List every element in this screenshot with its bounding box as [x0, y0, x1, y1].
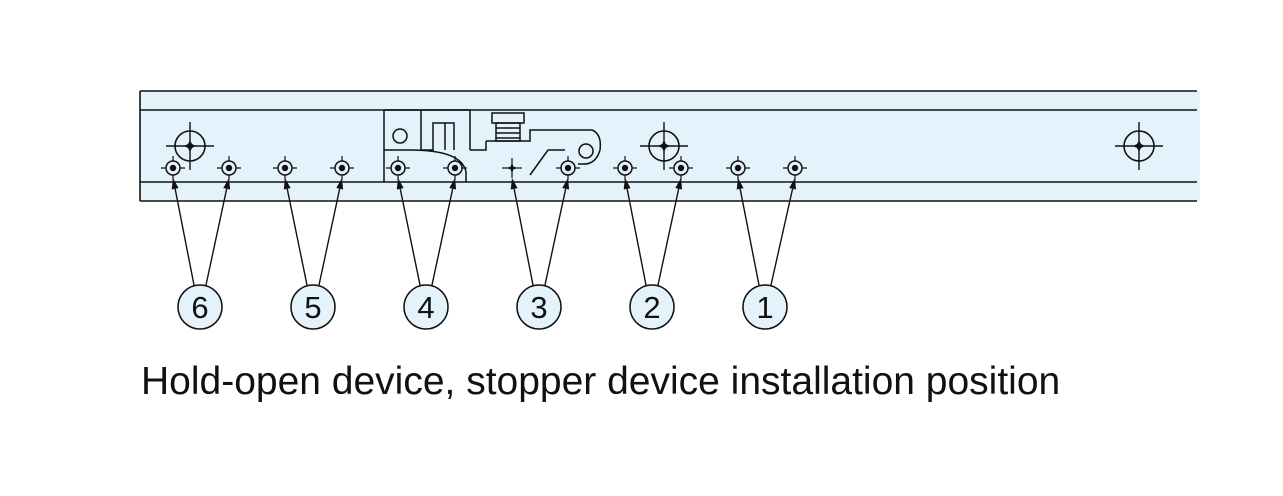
leader-arrow — [171, 178, 195, 286]
position-label: 5 — [290, 284, 336, 330]
screw-hole-icon — [386, 156, 410, 180]
leader-arrow — [510, 178, 534, 286]
position-label: 3 — [516, 284, 562, 330]
position-label: 2 — [629, 284, 675, 330]
screw-hole-icon — [330, 156, 354, 180]
screw-hole-icon — [783, 156, 807, 180]
leader-arrow — [623, 178, 647, 286]
screw-hole-icon — [443, 156, 467, 180]
mounting-hole-1 — [166, 122, 214, 170]
screw-hole-icon — [273, 156, 297, 180]
position-number: 4 — [417, 290, 434, 325]
position-number: 6 — [191, 290, 208, 325]
position-number: 3 — [530, 290, 547, 325]
diagram-caption: Hold-open device, stopper device install… — [141, 360, 1060, 403]
leader-arrow — [283, 178, 308, 286]
screw-hole-icon — [161, 156, 185, 180]
position-number: 5 — [304, 290, 321, 325]
mounting-hole-3 — [1115, 122, 1163, 170]
mounting-hole-2 — [640, 122, 688, 170]
stopper-device — [383, 109, 602, 182]
leader-arrow — [770, 178, 797, 286]
screw-hole-icon — [726, 156, 750, 180]
leader-arrow — [736, 178, 760, 286]
screw-hole-icon — [669, 156, 693, 180]
leader-arrow — [318, 178, 344, 286]
position-number: 1 — [756, 290, 773, 325]
screw-holes — [161, 156, 807, 180]
leader-arrow — [396, 178, 421, 286]
position-label: 1 — [742, 284, 788, 330]
leader-arrow — [657, 178, 683, 286]
leader-arrow — [544, 178, 570, 286]
marker-icon — [502, 158, 522, 178]
screw-hole-icon — [613, 156, 637, 180]
screw-hole-icon — [556, 156, 580, 180]
screw-hole-icon — [217, 156, 241, 180]
position-number: 2 — [643, 290, 660, 325]
leader-arrow — [431, 178, 457, 286]
position-label: 6 — [177, 284, 223, 330]
leader-arrow — [205, 178, 231, 286]
position-label: 4 — [403, 284, 449, 330]
leader-arrows — [171, 178, 797, 286]
position-labels: 6 5 4 3 2 1 — [177, 284, 788, 330]
